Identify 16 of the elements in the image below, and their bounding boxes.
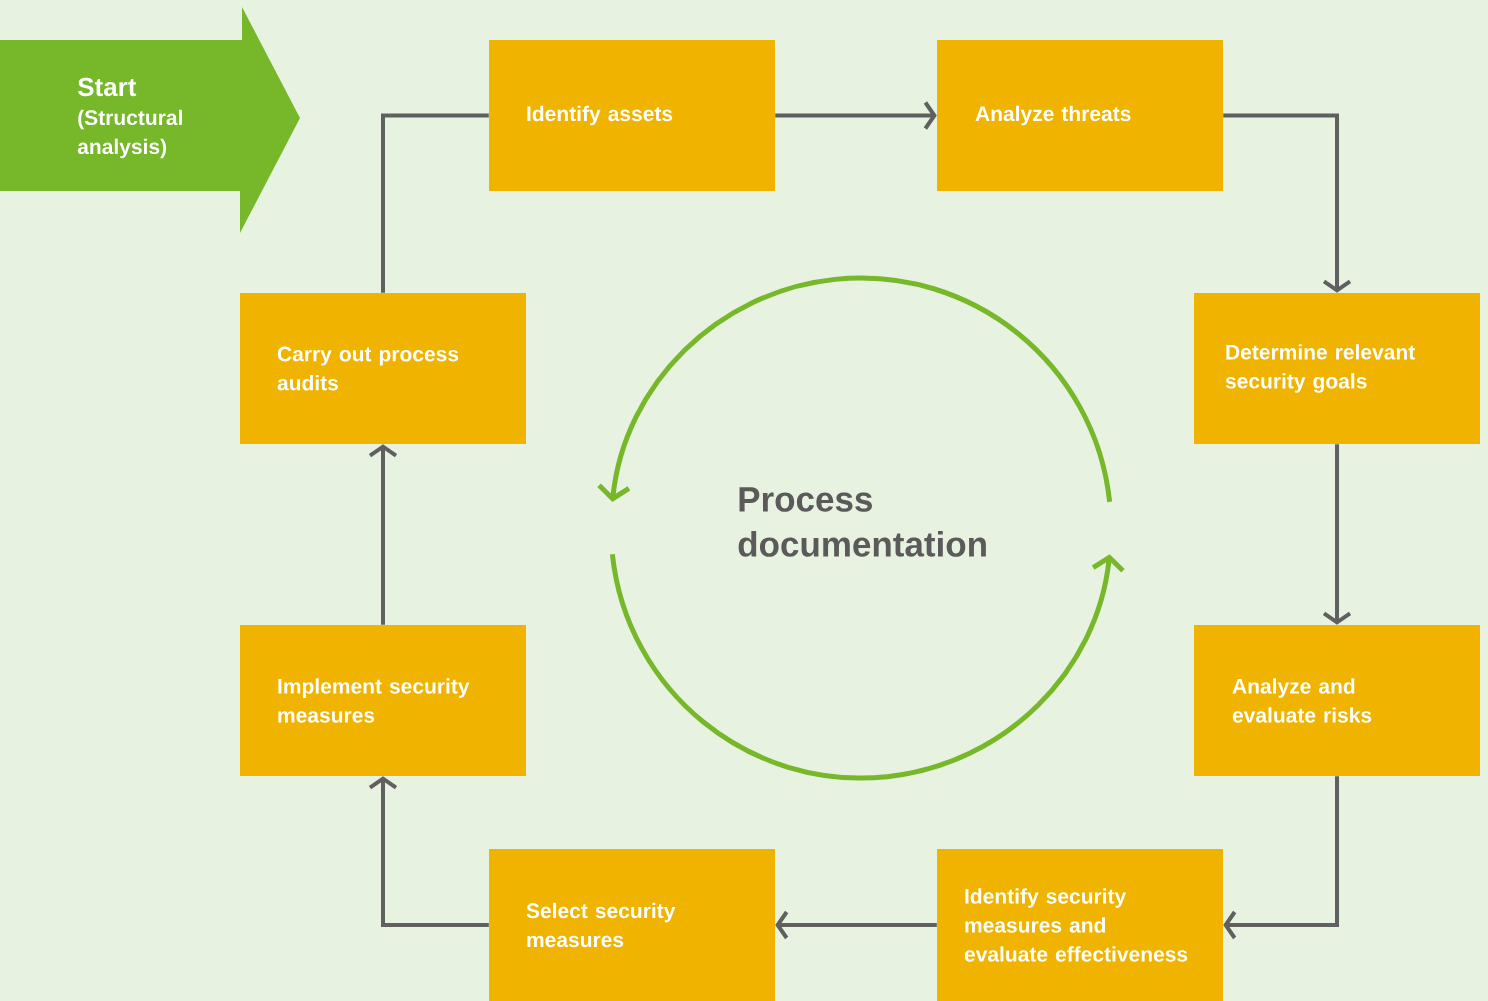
process-box: Carry out process audits <box>240 293 526 444</box>
process-box: Implement security measures <box>240 625 526 776</box>
arrow <box>775 910 937 940</box>
arrow <box>775 101 937 130</box>
center-label: Process documentation <box>738 487 986 557</box>
process-box: Analyze and evaluate risks <box>1194 625 1480 776</box>
arrow <box>368 444 398 625</box>
process-box: Determine relevant security goals <box>1194 293 1480 444</box>
arrow <box>368 776 489 927</box>
arrow <box>1322 444 1352 625</box>
process-box: Select security measures <box>489 849 775 1001</box>
process-box: Analyze threats <box>937 40 1223 191</box>
process-box: Identify security measures and evaluate effectiveness <box>937 849 1223 1001</box>
process-box: Identify assets <box>489 40 775 191</box>
arrow <box>1223 776 1339 940</box>
arrow <box>1223 113 1352 293</box>
